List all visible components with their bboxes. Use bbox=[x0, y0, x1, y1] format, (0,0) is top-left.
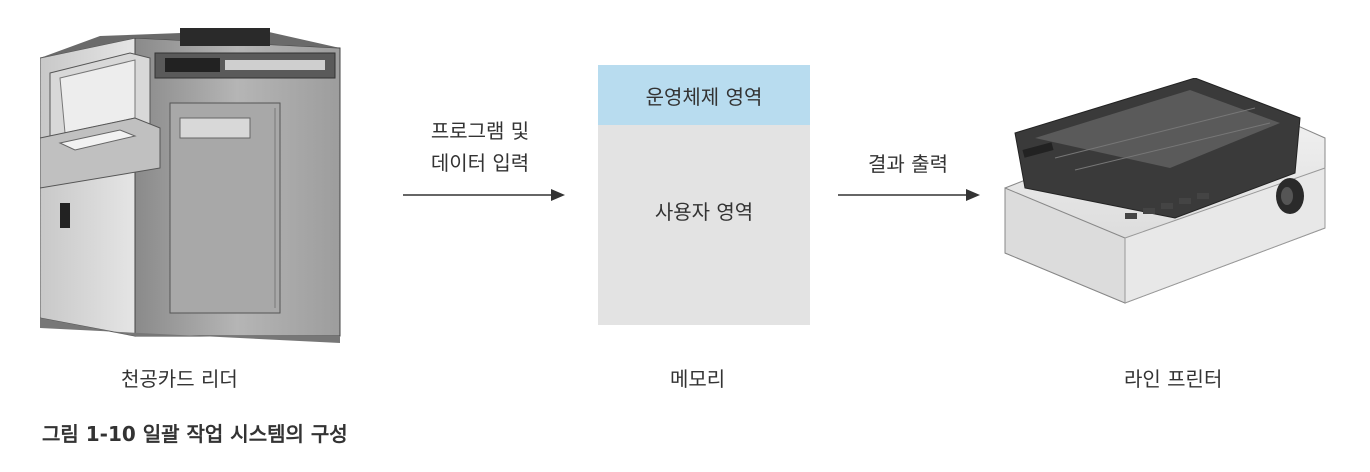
output-arrow-label: 결과 출력 bbox=[838, 148, 978, 177]
printer-caption: 라인 프린터 bbox=[1124, 363, 1222, 392]
input-label-line2: 데이터 입력 bbox=[400, 147, 560, 179]
card-reader-caption: 천공카드 리더 bbox=[121, 363, 238, 392]
memory-caption: 메모리 bbox=[670, 363, 725, 392]
output-arrow-head bbox=[966, 189, 980, 201]
input-arrow-head bbox=[551, 189, 565, 201]
figure-caption: 그림 1-10 일괄 작업 시스템의 구성 bbox=[42, 418, 348, 447]
input-label-line1: 프로그램 및 bbox=[400, 115, 560, 147]
input-arrow-label: 프로그램 및 데이터 입력 bbox=[400, 115, 560, 179]
line-printer-image bbox=[995, 78, 1330, 308]
